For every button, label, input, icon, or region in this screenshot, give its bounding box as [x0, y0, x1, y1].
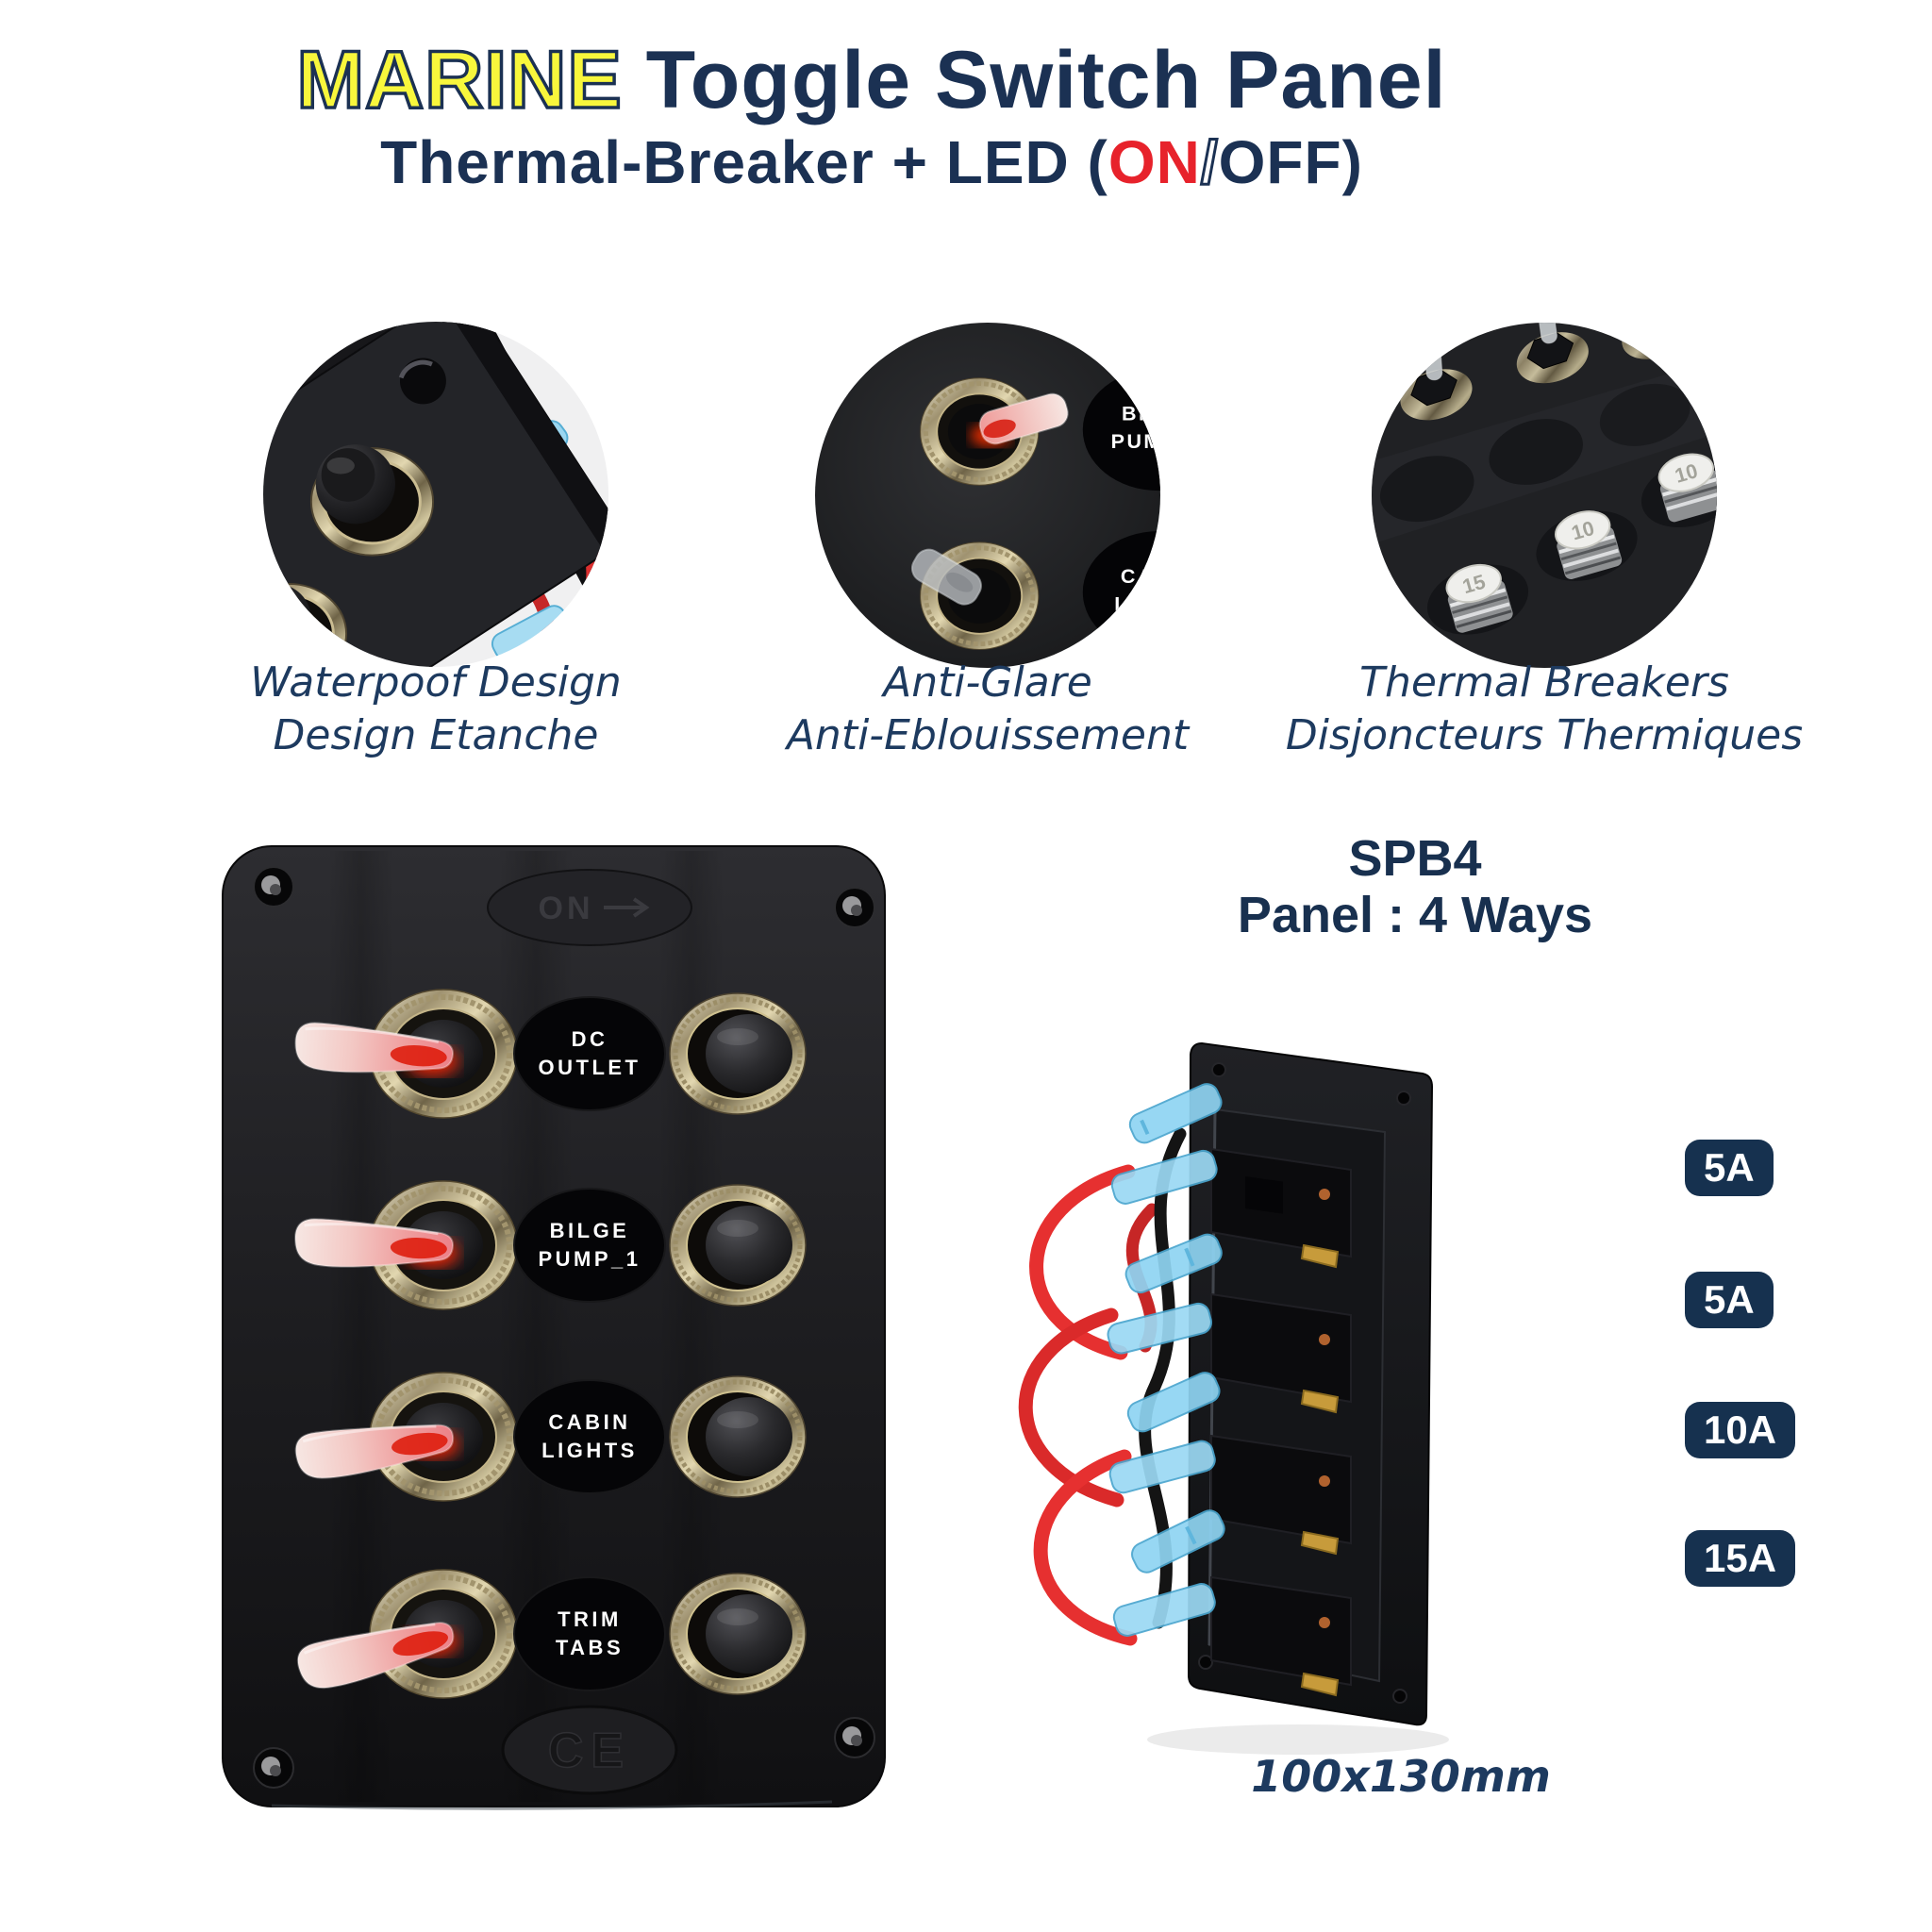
subtitle-on-word: ON	[1108, 128, 1201, 196]
inset-label-pump: PUMP_1	[1111, 430, 1160, 453]
spade-terminal	[1300, 1243, 1340, 1269]
caption-thermal-fr: Disjoncteurs Thermiques	[1285, 711, 1804, 760]
breaker-10a: 10	[1555, 510, 1623, 579]
red-wires	[1018, 1164, 1158, 1646]
breaker-button-4	[670, 1574, 806, 1694]
waterproof-push-button	[309, 444, 435, 557]
back-hole-tr	[1396, 1091, 1411, 1106]
rating-badge-3: 10A	[1685, 1402, 1796, 1458]
anti-glare-photo: BILGE PUMP_1 CABIN LIGHTS	[815, 323, 1160, 668]
rating-badge-1: 5A	[1685, 1140, 1774, 1196]
blue-connector	[1107, 1302, 1212, 1355]
inset-label-bilge: BILGE	[1122, 403, 1160, 425]
rating-badge-2: 5A	[1685, 1272, 1774, 1328]
switch-label-1: DC OUTLET	[513, 996, 666, 1111]
blue-connector	[1112, 1583, 1216, 1637]
model-number: SPB4	[1348, 830, 1482, 887]
breaker-button-2	[670, 1185, 806, 1306]
switch-body-2	[1107, 1233, 1352, 1414]
switch-label-4-line1: TRIM	[558, 1607, 622, 1631]
blue-connector	[1128, 1083, 1223, 1144]
toggle-switch-on	[920, 377, 1069, 486]
back-panel-photo	[1018, 1041, 1449, 1755]
screw-hole-tl	[253, 866, 294, 908]
caption-thermal: Thermal Breakers Disjoncteurs Thermiques	[1252, 657, 1837, 763]
waterproof-design-photo	[263, 322, 608, 667]
switch-label-4-line2: TABS	[556, 1636, 624, 1659]
breaker-15: 15	[1445, 563, 1513, 633]
on-marking: ON	[487, 869, 692, 946]
caption-antiglare: Anti-Glare Anti-Eblouissement	[695, 657, 1280, 763]
screw-hole-tr	[834, 887, 875, 928]
model-block: SPB4 Panel : 4 Ways	[1132, 830, 1698, 943]
thermal-breakers-photo: 15 10 10	[1372, 323, 1717, 668]
breaker-10b: 10	[1657, 453, 1717, 523]
switch-label-3: CABIN LIGHTS	[513, 1379, 666, 1494]
switch-label-1-line2: OUTLET	[539, 1056, 641, 1079]
caption-waterproof: Waterpoof Design Design Etanche	[143, 657, 728, 763]
breaker-button-1	[670, 993, 806, 1114]
caption-thermal-en: Thermal Breakers	[1359, 658, 1729, 707]
subtitle-paren-close: )	[1341, 128, 1363, 196]
waterproof-design-illustration	[263, 322, 608, 667]
toggle-switch-off	[910, 541, 1040, 650]
switch-body-4	[1112, 1509, 1352, 1697]
panel-shadow	[1147, 1724, 1449, 1755]
blue-connector	[1110, 1149, 1218, 1205]
inset-label-lights: LIGHTS	[1114, 592, 1160, 615]
spade-terminal	[1300, 1389, 1340, 1414]
screw-hole-br	[834, 1717, 875, 1758]
switch-label-2-line1: BILGE	[550, 1219, 630, 1242]
mount-hole	[399, 358, 446, 405]
subtitle-slash: /	[1199, 128, 1219, 196]
blue-connector	[1124, 1233, 1223, 1294]
switch-body-3	[1108, 1372, 1352, 1556]
subtitle-prefix: Thermal-Breaker + LED	[380, 128, 1088, 196]
switch-label-3-line1: CABIN	[548, 1410, 630, 1434]
spade-terminal	[1300, 1530, 1340, 1556]
breaker-button-3	[670, 1376, 806, 1497]
blue-connector	[1131, 1509, 1225, 1574]
page-title: MARINE Toggle Switch Panel	[0, 38, 1743, 123]
spade-terminal	[1300, 1672, 1340, 1697]
blue-connector	[1126, 1372, 1221, 1433]
ce-marking: CE	[501, 1705, 678, 1795]
caption-antiglare-en: Anti-Glare	[883, 658, 1092, 707]
caption-waterproof-fr: Design Etanche	[273, 711, 599, 760]
blue-connector	[1108, 1440, 1216, 1494]
screw-hole-bl	[253, 1747, 294, 1789]
back-hole-bl	[1198, 1655, 1213, 1670]
rating-badge-4: 15A	[1685, 1530, 1796, 1587]
subtitle-off-word: OFF	[1218, 128, 1342, 196]
subtitle-paren-open: (	[1087, 128, 1108, 196]
back-hole-tl	[1211, 1062, 1226, 1077]
switch-label-2-line2: PUMP_1	[538, 1247, 641, 1271]
on-marking-text: ON	[539, 891, 594, 926]
inset-label-cabin: CABIN	[1121, 565, 1160, 588]
page-subtitle: Thermal-Breaker + LED (ON/OFF)	[0, 131, 1743, 194]
ce-marking-text: CE	[548, 1724, 631, 1778]
anti-glare-illustration: BILGE PUMP_1 CABIN LIGHTS	[815, 323, 1160, 668]
panel-rim-light	[271, 1800, 833, 1810]
switch-body-1	[1110, 1083, 1352, 1269]
caption-waterproof-en: Waterpoof Design	[250, 658, 622, 707]
model-ways: Panel : 4 Ways	[1237, 887, 1593, 943]
switch-label-1-line1: DC	[572, 1027, 608, 1051]
title-rest: Toggle Switch Panel	[622, 35, 1447, 125]
caption-antiglare-fr: Anti-Eblouissement	[786, 711, 1190, 760]
thermal-breakers-illustration: 15 10 10	[1372, 323, 1717, 668]
switch-label-2: BILGE PUMP_1	[513, 1188, 666, 1303]
front-panel-photo: ON DC OUTLET BILGE PUMP_1 CABIN LIGHTS T…	[222, 845, 886, 1810]
panel-dimensions: 100x130mm	[1251, 1751, 1551, 1802]
switch-label-4: TRIM TABS	[513, 1576, 666, 1691]
switch-label-3-line2: LIGHTS	[541, 1439, 638, 1462]
on-arrow-icon	[604, 897, 650, 918]
back-hole-br	[1392, 1689, 1407, 1704]
lever-clear	[910, 548, 982, 606]
lever-red	[978, 392, 1069, 445]
title-brand-word: MARINE	[295, 35, 624, 125]
